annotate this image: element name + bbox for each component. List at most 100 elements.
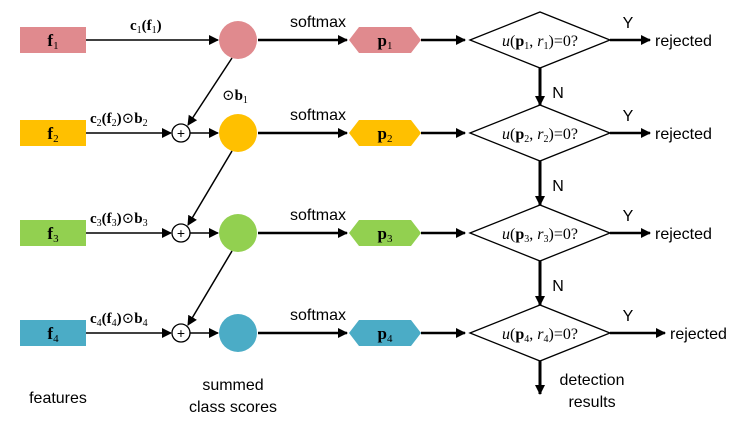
prob-index: 3 bbox=[387, 233, 393, 245]
softmax-label-2: softmax bbox=[290, 107, 346, 124]
no-label-1: N bbox=[552, 85, 564, 102]
cond-r-index: 1 bbox=[544, 41, 549, 52]
feature-index: 3 bbox=[53, 233, 59, 245]
softmax-text: softmax bbox=[290, 307, 346, 324]
feature-label-4: f4 bbox=[47, 324, 59, 345]
class-scores-text: class scores bbox=[189, 399, 277, 416]
cond-u: u bbox=[502, 326, 510, 343]
feature-index: 2 bbox=[53, 133, 59, 145]
edge-b-index: 4 bbox=[143, 318, 148, 329]
softmax-label-1: softmax bbox=[290, 14, 346, 31]
features-text: features bbox=[29, 390, 87, 407]
feature-box-1 bbox=[20, 27, 86, 53]
prob-label-1: p1 bbox=[378, 31, 393, 52]
cond-comma: , bbox=[529, 33, 533, 50]
plus-symbol: + bbox=[177, 225, 185, 241]
edge-c-index: 2 bbox=[97, 118, 102, 129]
carry-arrow-2 bbox=[187, 57, 233, 126]
edge-c-index: 4 bbox=[97, 318, 102, 329]
no-label-3: N bbox=[552, 278, 564, 295]
prob-index: 2 bbox=[387, 133, 393, 145]
features-caption: features bbox=[29, 390, 87, 407]
rejected-label-3: rejected bbox=[655, 226, 712, 243]
edge-label-4: c4(f4)⊙b4 bbox=[90, 311, 148, 329]
yes-label-4: Y bbox=[623, 308, 634, 325]
yes-text: Y bbox=[623, 15, 634, 32]
feature-label-3: f3 bbox=[47, 224, 59, 245]
detection-caption-line2: results bbox=[568, 394, 615, 411]
cond-comma: , bbox=[529, 126, 533, 143]
edge-f-index: 4 bbox=[112, 318, 117, 329]
feature-symbol: f bbox=[47, 124, 53, 143]
decision-label-4: u(p4,r4)=0? bbox=[502, 326, 578, 345]
cond-u: u bbox=[502, 226, 510, 243]
feature-box-3 bbox=[20, 220, 86, 246]
cond-u: u bbox=[502, 33, 510, 50]
cond-close: )=0? bbox=[549, 33, 578, 50]
cond-p: p bbox=[515, 33, 524, 50]
feature-symbol: f bbox=[47, 224, 53, 243]
detection-caption-line1: detection bbox=[560, 372, 625, 389]
cond-comma: , bbox=[529, 226, 533, 243]
odot-b1-label: ⊙b1 bbox=[222, 88, 248, 106]
edge-f-index: 3 bbox=[112, 218, 117, 229]
decision-label-3: u(p3,r3)=0? bbox=[502, 226, 578, 245]
softmax-text: softmax bbox=[290, 107, 346, 124]
rejected-label-2: rejected bbox=[655, 126, 712, 143]
cond-p-index: 4 bbox=[524, 334, 529, 345]
score-circle-2 bbox=[219, 114, 257, 152]
prob-label-2: p2 bbox=[378, 124, 393, 145]
prob-symbol: p bbox=[378, 31, 387, 50]
edge-c: c bbox=[130, 18, 137, 34]
cond-p: p bbox=[515, 326, 524, 343]
edge-odot: ⊙ bbox=[122, 211, 135, 227]
cond-open: ( bbox=[510, 126, 515, 143]
carry-arrow-4 bbox=[187, 250, 233, 326]
cond-comma: , bbox=[529, 326, 533, 343]
feature-symbol: f bbox=[47, 31, 53, 50]
edge-label-3: c3(f3)⊙b3 bbox=[90, 211, 148, 229]
edge-paren-close: ) bbox=[157, 18, 162, 34]
cond-open: ( bbox=[510, 226, 515, 243]
edge-c: c bbox=[90, 211, 97, 227]
yes-label-3: Y bbox=[623, 208, 634, 225]
softmax-label-3: softmax bbox=[290, 207, 346, 224]
plus-symbol: + bbox=[177, 325, 185, 341]
cond-u: u bbox=[502, 126, 510, 143]
feature-box-2 bbox=[20, 120, 86, 146]
edge-f-index: 2 bbox=[112, 118, 117, 129]
cond-p-index: 1 bbox=[524, 41, 529, 52]
prob-index: 1 bbox=[387, 40, 393, 52]
cond-close: )=0? bbox=[549, 326, 578, 343]
edge-f: f bbox=[107, 211, 113, 227]
feature-index: 4 bbox=[53, 333, 59, 345]
edge-f: f bbox=[147, 18, 153, 34]
edge-paren-close: ) bbox=[117, 111, 122, 127]
prob-symbol: p bbox=[378, 224, 387, 243]
cond-p: p bbox=[515, 226, 524, 243]
detection-text: detection bbox=[560, 372, 625, 389]
edge-paren-open: ( bbox=[102, 311, 107, 327]
feature-symbol: f bbox=[47, 324, 53, 343]
cond-r-index: 3 bbox=[544, 234, 549, 245]
cond-r-index: 4 bbox=[544, 334, 549, 345]
prob-hexagon-4 bbox=[349, 320, 421, 346]
prob-hexagon-2 bbox=[349, 120, 421, 146]
yes-text: Y bbox=[623, 208, 634, 225]
feature-label-2: f2 bbox=[47, 124, 58, 145]
summed-caption-line1: summed bbox=[202, 377, 263, 394]
cond-close: )=0? bbox=[549, 126, 578, 143]
edge-odot: ⊙ bbox=[122, 111, 135, 127]
edge-b: b bbox=[134, 211, 142, 227]
cond-r-index: 2 bbox=[544, 134, 549, 145]
decision-label-1: u(p1,r1)=0? bbox=[502, 33, 578, 52]
no-text: N bbox=[552, 278, 564, 295]
plus-sign-3: + bbox=[177, 225, 185, 241]
edge-paren-open: ( bbox=[102, 111, 107, 127]
rejected-text: rejected bbox=[655, 33, 712, 50]
prob-symbol: p bbox=[378, 124, 387, 143]
edge-b-index: 3 bbox=[143, 218, 148, 229]
cond-r: r bbox=[537, 126, 544, 143]
